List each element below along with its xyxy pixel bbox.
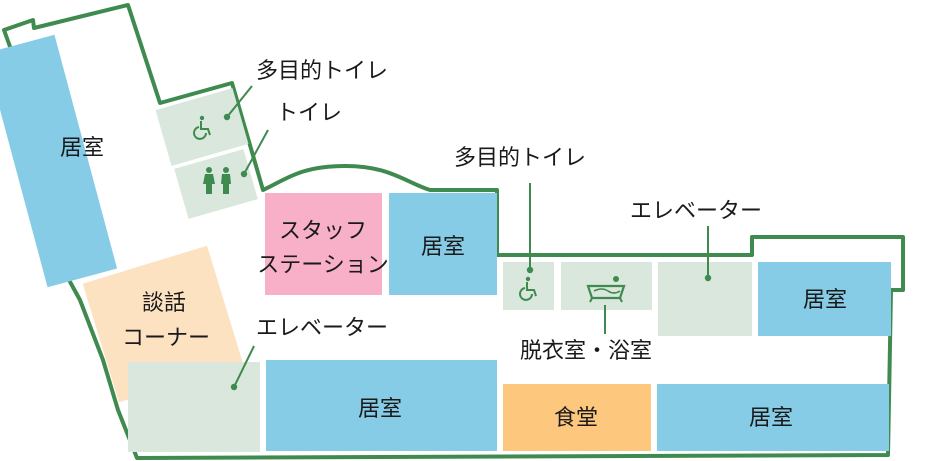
wheelchair-icon <box>193 115 211 140</box>
dining-room <box>503 384 651 451</box>
dining-room-label: 食堂 <box>554 406 598 431</box>
callout-dots <box>223 113 712 391</box>
room-left-label: 居室 <box>60 136 104 161</box>
staff-station-label-line1: スタッフ <box>279 219 367 244</box>
room-right <box>758 262 891 336</box>
room-bottom-right-label: 居室 <box>749 406 793 431</box>
room-left <box>0 34 118 288</box>
room-right-label: 居室 <box>803 288 847 313</box>
callout-lines <box>226 85 709 388</box>
bathtub-icon <box>586 276 626 303</box>
elevator-left-callout: エレベーター <box>256 316 388 341</box>
room-bottom-right <box>657 384 889 451</box>
restroom-icon <box>203 167 231 194</box>
room-center-top-label: 居室 <box>421 235 465 260</box>
bath-callout: 脱衣室・浴室 <box>520 339 652 364</box>
toilet-multi-right-callout: 多目的トイレ <box>454 146 586 171</box>
toilet-multi-left-callout: 多目的トイレ <box>256 59 388 84</box>
room-center-top <box>389 193 497 295</box>
room-center-bottom-label: 居室 <box>358 397 402 422</box>
room-center-bottom <box>266 360 497 451</box>
staff-station-label-line2: ステーション <box>257 253 389 278</box>
elevator-right-area <box>658 262 752 336</box>
elevator-right-callout: エレベーター <box>630 199 762 224</box>
toilet-left-area <box>174 149 258 219</box>
toilet-left-callout: トイレ <box>276 101 342 126</box>
wheelchair-icon <box>519 276 537 301</box>
lounge-label-line2: コーナー <box>122 326 210 351</box>
staff-station <box>265 193 382 295</box>
lounge-label-line1: 談話 <box>142 291 186 316</box>
